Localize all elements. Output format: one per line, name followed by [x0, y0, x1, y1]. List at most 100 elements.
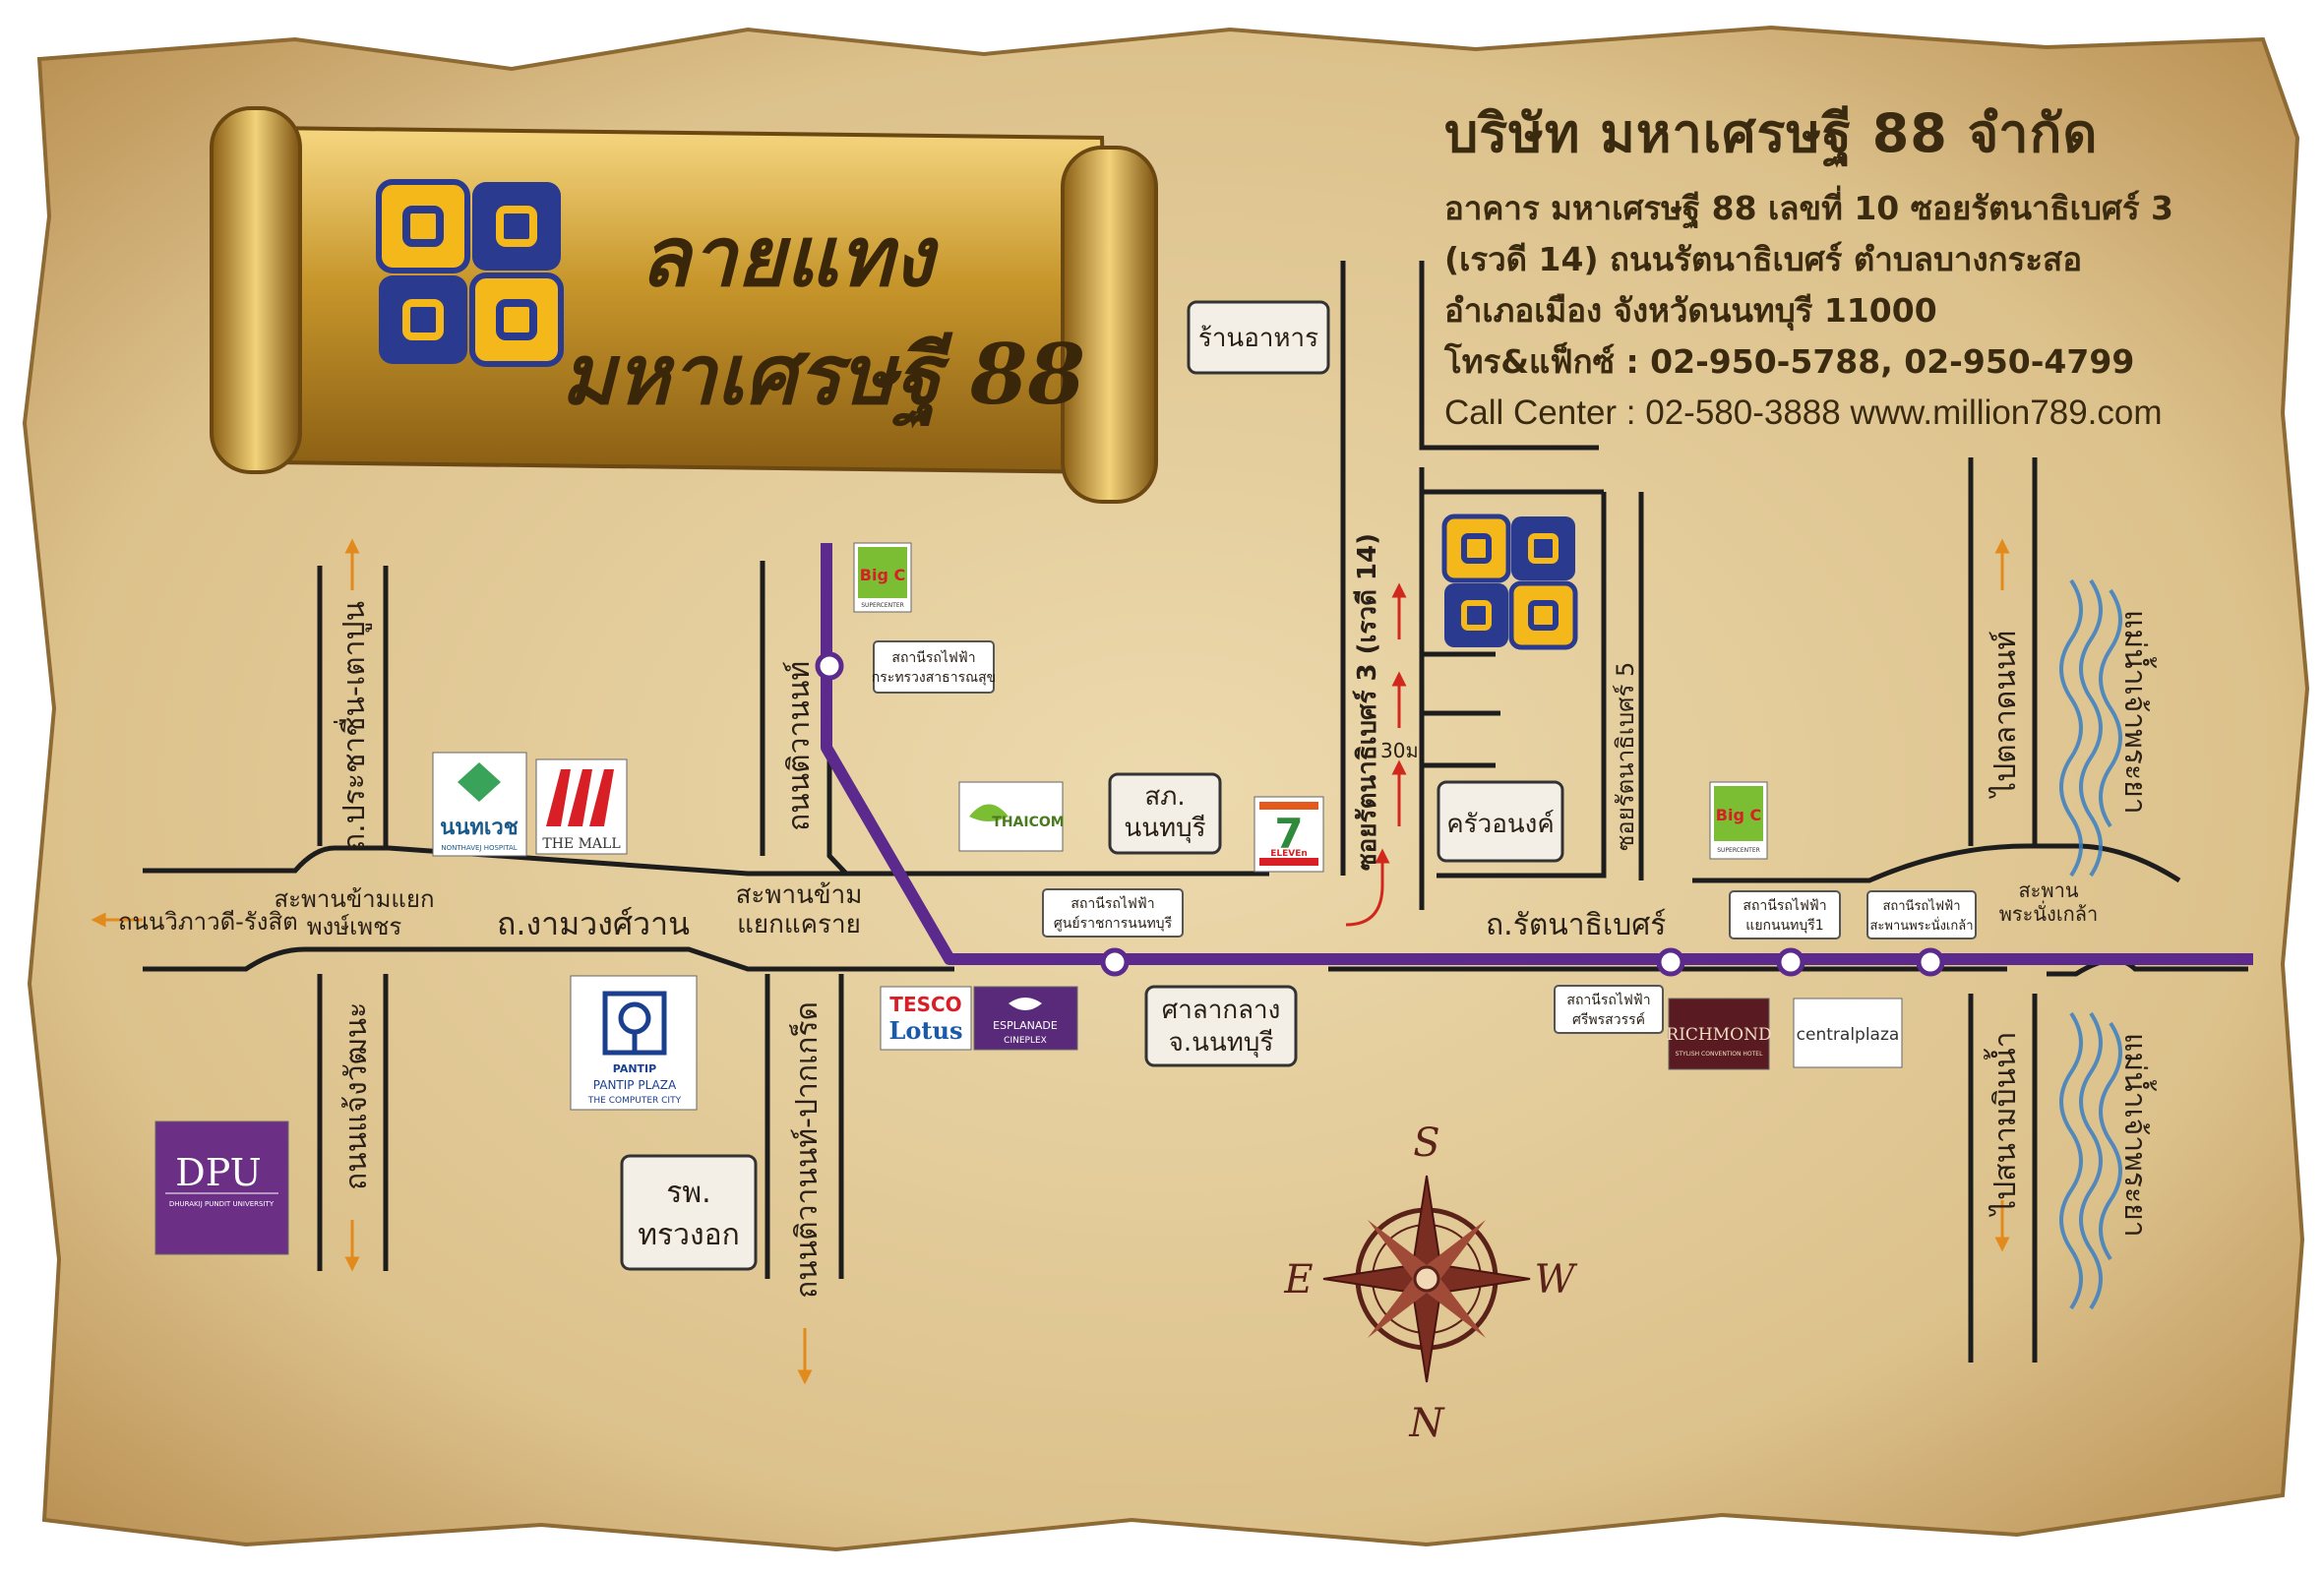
station-gov-center: สถานีรถไฟฟ้า ศูนย์ราชการนนทบุรี [1042, 888, 1184, 977]
thaicom-logo: THAICOM [958, 781, 1065, 852]
banner-title-line2: มหาเศรษฐี 88 [561, 326, 1085, 429]
svg-text:TESCO: TESCO [889, 993, 961, 1016]
svg-text:พระนั่งเกล้า: พระนั่งเกล้า [1999, 900, 2099, 926]
svg-text:จ.นนทบุรี: จ.นนทบุรี [1169, 1028, 1274, 1058]
richmond-logo: RICHMOND STYLISH CONVENTION HOTEL [1666, 998, 1772, 1070]
svg-text:สถานีรถไฟฟ้า: สถานีรถไฟฟ้า [1743, 897, 1826, 914]
svg-text:Big C: Big C [1716, 806, 1761, 824]
purple-line-route [821, 543, 2253, 965]
svg-text:RICHMOND: RICHMOND [1666, 1025, 1771, 1045]
river-label-north: แม่น้ำเจ้าพระยา [2117, 610, 2157, 815]
svg-text:7: 7 [1274, 810, 1303, 858]
road-label-to-talad: ไปตลาดนนท์ [1988, 631, 2023, 799]
svg-text:สถานีรถไฟฟ้า: สถานีรถไฟฟ้า [1070, 895, 1154, 912]
svg-text:N: N [1409, 1401, 1446, 1446]
company-name: บริษัท มหาเศรษฐี 88 จำกัด [1444, 102, 2099, 164]
svg-text:centralplaza: centralplaza [1797, 1025, 1900, 1045]
svg-text:สะพานข้ามแยก: สะพานข้ามแยก [274, 885, 434, 913]
nonthavej-logo: นนทเวช NONTHAVEJ HOSPITAL [432, 752, 527, 857]
svg-text:แยกนนทบุรี1: แยกนนทบุรี1 [1745, 918, 1823, 934]
road-label-tiwanon-south: ถนนติวานนท์-ปากเกร็ด [788, 1001, 825, 1299]
address-line-1: อาคาร มหาเศรษฐี 88 เลขที่ 10 ซอยรัตนาธิเ… [1444, 189, 2174, 227]
svg-text:กระทรวงสาธารณสุข: กระทรวงสาธารณสุข [872, 670, 996, 686]
phone-fax: โทร&แฟ็กซ์ : 02-950-5788, 02-950-4799 [1444, 342, 2135, 381]
compass-rose-icon: S N E W [1283, 1121, 1577, 1446]
road-label-soi5: ซอยรัตนาธิเบศร์ 5 [1612, 662, 1639, 851]
station-sri-phonsawan: สถานีรถไฟฟ้า ศรีพรสวรรค์ [1554, 947, 1685, 1034]
road-label-to-sanam: ไปสนามบินน้ำ [1984, 1032, 2023, 1217]
pantip-logo: PANTIP PANTIP PLAZA THE COMPUTER CITY [570, 975, 698, 1111]
svg-text:ศรีพรสวรรค์: ศรีพรสวรรค์ [1572, 1011, 1645, 1028]
svg-text:สะพานพระนั่งเกล้า: สะพานพระนั่งเกล้า [1869, 917, 1973, 934]
svg-text:แยกแคราย: แยกแคราย [737, 910, 861, 939]
route-arrows [1345, 582, 1407, 927]
svg-text:DHURAKIJ PUNDIT UNIVERSITY: DHURAKIJ PUNDIT UNIVERSITY [169, 1200, 275, 1208]
svg-text:S: S [1413, 1121, 1439, 1166]
company-logo-icon [376, 179, 564, 367]
distance-label: 30ม. [1380, 739, 1425, 762]
river [2059, 578, 2122, 1310]
place-hospital: รพ. ทรวงอก [620, 1154, 758, 1271]
dpu-logo: DPU DHURAKIJ PUNDIT UNIVERSITY [154, 1121, 289, 1255]
svg-text:พงษ์เพชร: พงษ์เพชร [307, 913, 402, 940]
svg-text:Lotus: Lotus [889, 1016, 963, 1045]
svg-text:ELEVEn: ELEVEn [1270, 849, 1308, 859]
themall-logo: THE MALL [535, 758, 628, 855]
station-nangklao: สถานีรถไฟฟ้า สะพานพระนั่งเกล้า [1866, 890, 1977, 977]
road-network [143, 261, 2248, 1363]
company-building-icon [1441, 514, 1578, 650]
svg-text:PANTIP PLAZA: PANTIP PLAZA [593, 1078, 677, 1092]
svg-text:CINEPLEX: CINEPLEX [1004, 1036, 1047, 1046]
svg-text:ศูนย์ราชการนนทบุรี: ศูนย์ราชการนนทบุรี [1054, 915, 1173, 932]
bigc-logo-north: Big C SUPERCENTER [853, 542, 912, 613]
svg-text:สะพาน: สะพาน [2018, 878, 2078, 902]
svg-text:ครัวอนงค์: ครัวอนงค์ [1446, 810, 1554, 839]
svg-text:ทรวงอก: ทรวงอก [638, 1218, 740, 1252]
station-yaek-nonthaburi: สถานีรถไฟฟ้า แยกนนทบุรี1 [1729, 890, 1841, 977]
river-label-south: แม่น้ำเจ้าพระยา [2117, 1033, 2157, 1238]
svg-text:สถานีรถไฟฟ้า: สถานีรถไฟฟ้า [891, 649, 975, 666]
road-label-vibhavadi: ถนนวิภาวดี-รังสิต [118, 908, 298, 936]
svg-text:PANTIP: PANTIP [613, 1062, 656, 1075]
svg-text:สะพานข้าม: สะพานข้าม [736, 880, 863, 910]
svg-text:NONTHAVEJ HOSPITAL: NONTHAVEJ HOSPITAL [441, 844, 517, 852]
svg-text:สถานีรถไฟฟ้า: สถานีรถไฟฟ้า [1882, 898, 1960, 914]
road-label-prachachuen: ถ.ประชาชื่น-เตาปูน [334, 601, 372, 851]
address-line-2: (เรวดี 14) ถนนรัตนาธิเบศร์ ตำบลบางกระสอ [1444, 240, 2083, 278]
scroll-banner: ลายแทง มหาเศรษฐี 88 [210, 106, 1158, 504]
svg-text:ร้านอาหาร: ร้านอาหาร [1198, 324, 1318, 353]
svg-text:W: W [1534, 1257, 1577, 1302]
svg-text:นนทบุรี: นนทบุรี [1124, 814, 1205, 843]
road-label-ngamwongwan: ถ.งามวงศ์วาน [497, 905, 690, 942]
svg-text:Big C: Big C [860, 566, 905, 584]
place-restaurant: ร้านอาหาร [1187, 300, 1330, 375]
tesco-lotus-logo: TESCO Lotus [880, 986, 972, 1051]
place-police: สภ. นนทบุรี [1108, 772, 1222, 855]
svg-text:SUPERCENTER: SUPERCENTER [861, 602, 904, 609]
company-info: บริษัท มหาเศรษฐี 88 จำกัด อาคาร มหาเศรษฐ… [1444, 91, 2291, 439]
svg-text:THE COMPUTER CITY: THE COMPUTER CITY [587, 1096, 682, 1106]
road-label-soi3: ซอยรัตนาธิเบศร์ 3 (เรวดี 14) [1352, 533, 1382, 871]
bridge-label-nangklao: สะพานพระนั่งเกล้า [1999, 878, 2099, 926]
seven-eleven-logo: 7 ELEVEn [1254, 796, 1324, 873]
svg-text:รพ.: รพ. [666, 1176, 710, 1210]
bigc-logo-east: Big C SUPERCENTER [1709, 781, 1768, 860]
svg-text:สถานีรถไฟฟ้า: สถานีรถไฟฟ้า [1566, 992, 1650, 1008]
road-label-chaengwattana: ถนนแจ้งวัฒนะ [339, 1002, 374, 1190]
svg-text:E: E [1283, 1257, 1313, 1302]
road-label-tiwanon-north: ถนนติวานนท์ [782, 661, 817, 831]
svg-text:STYLISH CONVENTION HOTEL: STYLISH CONVENTION HOTEL [1676, 1051, 1764, 1058]
svg-text:SUPERCENTER: SUPERCENTER [1717, 847, 1760, 854]
place-kruaongk: ครัวอนงค์ [1437, 780, 1564, 863]
svg-text:THAICOM: THAICOM [992, 815, 1064, 830]
banner-title-line1: ลายแทง [640, 208, 939, 305]
place-city-hall: ศาลากลาง จ.นนทบุรี [1144, 985, 1298, 1067]
esplanade-logo: ESPLANADE CINEPLEX [973, 986, 1078, 1051]
svg-text:สภ.: สภ. [1144, 782, 1185, 812]
road-label-rattanathibet: ถ.รัตนาธิเบศร์ [1486, 908, 1666, 942]
svg-text:THE MALL: THE MALL [542, 836, 620, 852]
svg-text:DPU: DPU [175, 1151, 261, 1194]
